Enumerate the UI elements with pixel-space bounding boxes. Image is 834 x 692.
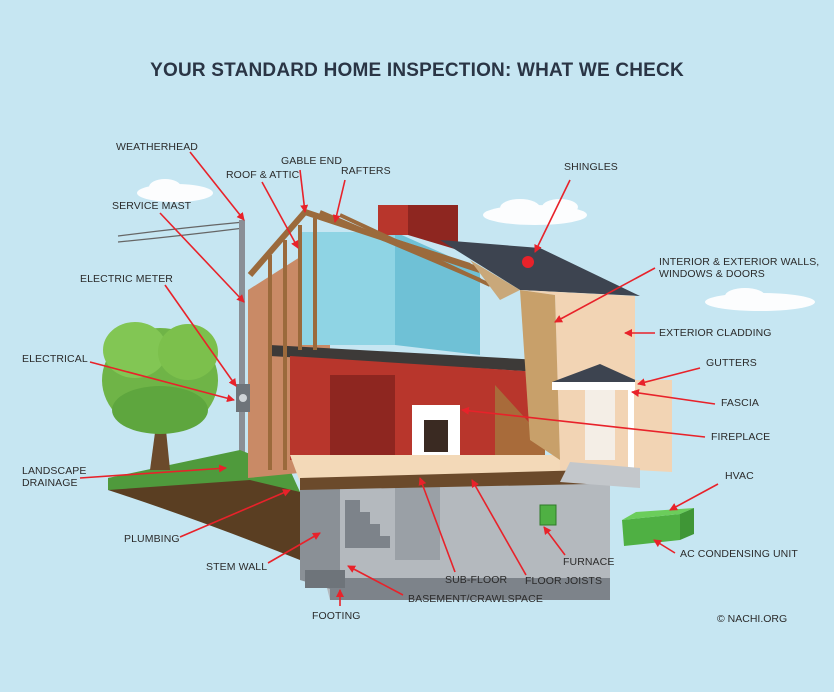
electric-meter-icon (236, 384, 250, 412)
label-ac-condensing-unit: AC CONDENSING UNIT (680, 548, 798, 560)
label-gutters: GUTTERS (706, 357, 757, 369)
label-shingles: SHINGLES (564, 161, 618, 173)
label-electrical: ELECTRICAL (22, 353, 88, 365)
label-footing: FOOTING (312, 610, 361, 622)
callout-arrows (79, 151, 719, 606)
label-exterior-cladding: EXTERIOR CLADDING (659, 327, 772, 339)
label-landscape-line1: LANDSCAPE (22, 465, 87, 477)
label-interior-exterior-line1: INTERIOR & EXTERIOR WALLS, (659, 256, 820, 268)
label-roof-attic: ROOF & ATTIC (226, 169, 300, 181)
label-furnace: FURNACE (563, 556, 615, 568)
label-landscape-line2: DRAINAGE (22, 477, 78, 489)
clouds (137, 179, 815, 311)
page-title: YOUR STANDARD HOME INSPECTION: WHAT WE C… (150, 60, 684, 81)
label-weatherhead: WEATHERHEAD (116, 141, 198, 153)
label-fascia: FASCIA (721, 397, 759, 409)
inspection-marker-icon (522, 256, 534, 268)
label-gable-end: GABLE END (281, 155, 343, 167)
label-basement-crawlspace: BASEMENT/CRAWLSPACE (408, 593, 543, 605)
furnace-icon (539, 504, 557, 526)
label-service-mast: SERVICE MAST (112, 200, 192, 212)
label-rafters: RAFTERS (341, 165, 391, 177)
ac-unit-icon (622, 508, 694, 546)
label-floor-joists: FLOOR JOISTS (525, 575, 603, 587)
label-plumbing: PLUMBING (124, 533, 180, 545)
label-stem-wall: STEM WALL (206, 561, 268, 573)
credit: © NACHI.ORG (717, 613, 788, 625)
label-hvac: HVAC (725, 470, 754, 482)
label-electric-meter: ELECTRIC METER (80, 273, 173, 285)
label-interior-exterior-line2: WINDOWS & DOORS (659, 268, 765, 280)
house-cutaway-icon (247, 205, 672, 490)
foundation (300, 482, 610, 600)
label-sub-floor: SUB-FLOOR (445, 574, 508, 586)
label-fireplace: FIREPLACE (711, 431, 771, 443)
tree-icon (102, 322, 218, 470)
